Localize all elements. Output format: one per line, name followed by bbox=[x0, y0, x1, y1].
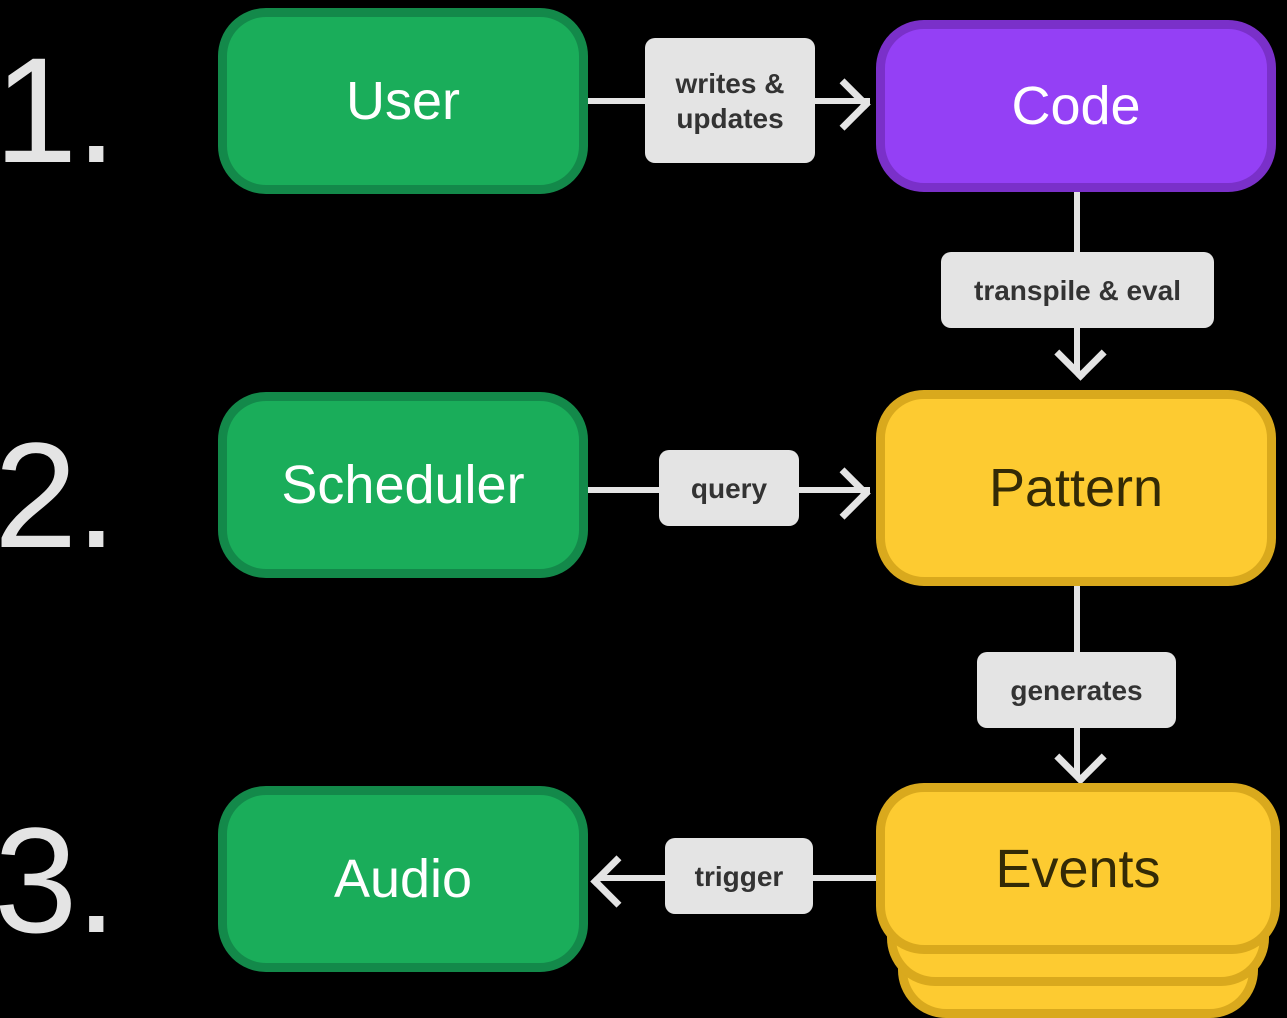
node-events[interactable]: Events bbox=[876, 783, 1280, 1018]
arrow-head-pattern-events bbox=[1054, 732, 1107, 785]
node-events-label: Events bbox=[995, 838, 1161, 899]
node-audio-label: Audio bbox=[333, 849, 473, 909]
edge-label-pattern-events: generates bbox=[977, 652, 1176, 728]
edge-label-user-code-line1: writes & bbox=[675, 67, 785, 99]
arrow-head-events-audio bbox=[590, 855, 643, 908]
edge-label-user-code-line2: updates bbox=[676, 102, 784, 134]
node-user[interactable]: User bbox=[218, 8, 588, 194]
node-audio[interactable]: Audio bbox=[218, 786, 588, 972]
node-pattern[interactable]: Pattern bbox=[876, 390, 1276, 586]
arrow-head-user-code bbox=[818, 78, 871, 131]
edge-label-code-pattern: transpile & eval bbox=[941, 252, 1214, 328]
arrow-head-scheduler-pattern bbox=[818, 467, 871, 520]
arrow-head-code-pattern bbox=[1054, 328, 1107, 381]
node-code[interactable]: Code bbox=[876, 20, 1276, 192]
step-number-1: 1. bbox=[0, 26, 117, 194]
edge-label-user-code: writes & updates bbox=[645, 38, 815, 163]
node-code-label: Code bbox=[1011, 76, 1141, 136]
node-pattern-label: Pattern bbox=[988, 458, 1164, 518]
edge-label-events-audio-text: trigger bbox=[694, 860, 784, 892]
node-events-stack-layer-front: Events bbox=[876, 783, 1280, 954]
edge-label-pattern-events-text: generates bbox=[1010, 674, 1143, 706]
node-user-label: User bbox=[345, 71, 460, 131]
step-number-2: 2. bbox=[0, 411, 117, 579]
edge-label-code-pattern-text: transpile & eval bbox=[974, 274, 1181, 306]
node-scheduler[interactable]: Scheduler bbox=[218, 392, 588, 578]
edge-label-events-audio: trigger bbox=[665, 838, 813, 914]
edge-label-scheduler-pattern: query bbox=[659, 450, 799, 526]
edge-label-scheduler-pattern-text: query bbox=[690, 472, 768, 504]
node-scheduler-label: Scheduler bbox=[281, 455, 525, 515]
step-number-3: 3. bbox=[0, 796, 117, 964]
